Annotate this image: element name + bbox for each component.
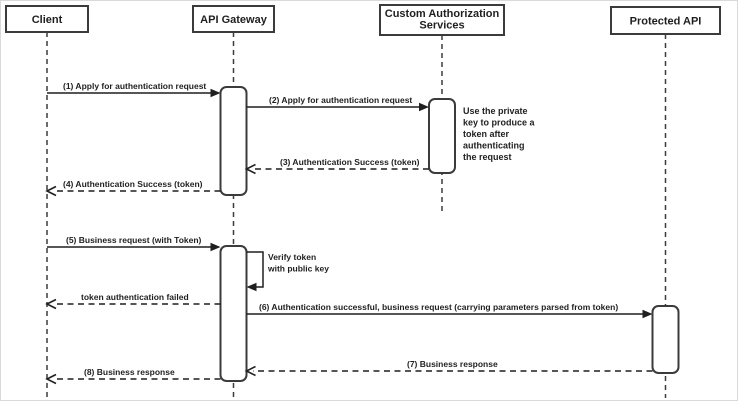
activation-protected-api — [651, 305, 680, 374]
message-label-7: (7) Business response — [407, 359, 498, 369]
actor-box-custom-authorization-services — [379, 4, 505, 36]
activation-api-gateway-2 — [219, 245, 248, 382]
message-label-8: (8) Business response — [84, 367, 175, 377]
actor-box-client — [5, 5, 89, 33]
arrowhead-icon — [419, 102, 429, 112]
activation-api-gateway-1 — [219, 86, 248, 196]
arrowhead-icon — [45, 298, 57, 310]
message-label-5: (5) Business request (with Token) — [66, 235, 202, 245]
actor-box-api-gateway — [192, 5, 275, 33]
message-label-3: (3) Authentication Success (token) — [280, 157, 420, 167]
actor-label-api-gateway: API Gateway — [200, 14, 268, 26]
arrowhead-icon — [244, 163, 256, 175]
arrowhead-icon — [45, 185, 57, 197]
actor-label-protected-api: Protected API — [630, 16, 702, 28]
arrowhead-icon — [642, 309, 653, 319]
message-label-1: (1) Apply for authentication request — [63, 81, 206, 91]
arrowhead-icon — [210, 88, 221, 98]
message-label-4: (4) Authentication Success (token) — [63, 179, 203, 189]
actor-label-client: Client — [32, 14, 63, 26]
arrowhead-icon — [244, 365, 256, 377]
actor-box-protected-api — [610, 6, 721, 35]
message-label-6: (6) Authentication successful, business … — [259, 302, 618, 312]
arrowhead-icon — [210, 242, 221, 252]
self-message-line — [246, 251, 264, 288]
activation-custom-authorization-services — [428, 98, 456, 174]
message-label-token-failed: token authentication failed — [81, 292, 189, 302]
message-label-2: (2) Apply for authentication request — [269, 95, 412, 105]
arrowhead-icon — [45, 373, 57, 385]
arrowhead-icon — [246, 282, 257, 292]
